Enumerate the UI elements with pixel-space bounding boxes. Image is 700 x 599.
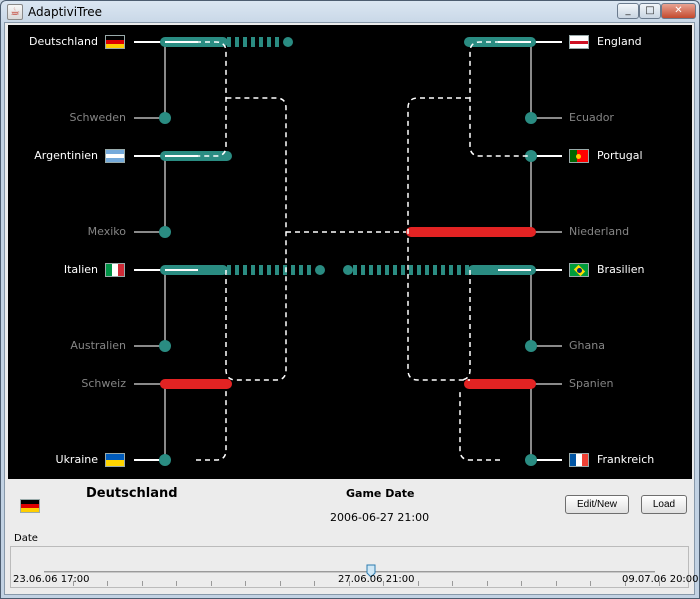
- tournament-bracket: Deutschland Schweden Argentinien Mexiko …: [8, 25, 692, 479]
- team-label-ecuador[interactable]: Ecuador: [569, 111, 614, 124]
- team-label-schweiz[interactable]: Schweiz: [81, 377, 126, 390]
- team-label-argentinien[interactable]: Argentinien: [34, 149, 98, 162]
- game-date-label: Game Date: [346, 487, 415, 500]
- ukraine-flag-icon: [105, 453, 125, 467]
- minimize-button[interactable]: _: [617, 3, 639, 19]
- left-connectors: [134, 42, 166, 460]
- left-bar-highlights: [165, 41, 198, 271]
- slider-track[interactable]: [44, 571, 655, 573]
- bracket-lines: [134, 37, 562, 466]
- timeline-end-date: 09.07.06 20:00: [622, 574, 699, 585]
- team-label-brasilien[interactable]: Brasilien: [597, 263, 645, 276]
- team-label-italien[interactable]: Italien: [63, 263, 98, 276]
- team-label-ukraine[interactable]: Ukraine: [55, 453, 98, 466]
- team-label-schweden[interactable]: Schweden: [69, 111, 127, 124]
- slider-tick: [280, 581, 281, 586]
- timeline-start-date: 23.06.06 17:00: [13, 574, 90, 585]
- slider-tick: [142, 581, 143, 586]
- edit-new-button[interactable]: Edit/New: [565, 495, 629, 514]
- slider-tick: [211, 581, 212, 586]
- timeline-frame: [10, 546, 689, 588]
- window-title: AdaptiviTree: [28, 5, 103, 19]
- slider-tick: [625, 581, 626, 586]
- brazil-flag-icon: [569, 263, 589, 277]
- right-connectors: [530, 42, 562, 460]
- right-winner-bars: [343, 37, 536, 389]
- germany-flag-icon: [105, 35, 125, 49]
- right-dashed-paths: [407, 41, 531, 461]
- load-button[interactable]: Load: [641, 495, 687, 514]
- slider-tick: [521, 581, 522, 586]
- game-info-panel: Deutschland Game Date 2006-06-27 21:00 E…: [8, 481, 692, 527]
- timeline-label: Date: [14, 533, 38, 544]
- team-label-mexiko[interactable]: Mexiko: [87, 225, 126, 238]
- slider-tick: [245, 581, 246, 586]
- team-label-niederland[interactable]: Niederland: [569, 225, 630, 238]
- slider-tick: [73, 581, 74, 586]
- maximize-button[interactable]: □: [639, 3, 661, 19]
- left-nodes: [159, 112, 171, 466]
- title-bar[interactable]: ☕ AdaptiviTree _ □ ✕: [1, 1, 699, 23]
- right-nodes: [525, 112, 537, 466]
- game-date-value: 2006-06-27 21:00: [330, 511, 430, 524]
- team-label-frankreich[interactable]: Frankreich: [597, 453, 655, 466]
- selected-team-name: Deutschland: [86, 486, 178, 501]
- left-winner-bars: [160, 37, 325, 389]
- left-white-lines: [134, 41, 165, 461]
- argentina-flag-icon: [105, 149, 125, 163]
- team-label-ghana[interactable]: Ghana: [569, 339, 605, 352]
- slider-tick: [314, 581, 315, 586]
- slider-tick: [107, 581, 108, 586]
- slider-tick: [383, 581, 384, 586]
- portugal-flag-icon: [569, 149, 589, 163]
- slider-tick: [349, 581, 350, 586]
- slider-tick: [659, 581, 660, 586]
- close-button[interactable]: ✕: [661, 3, 696, 19]
- right-bar-highlights: [498, 41, 531, 271]
- team-label-deutschland[interactable]: Deutschland: [28, 35, 98, 48]
- team-label-england[interactable]: England: [597, 35, 642, 48]
- selected-team-flag-icon: [20, 499, 40, 513]
- team-label-spanien[interactable]: Spanien: [569, 377, 614, 390]
- slider-tick: [176, 581, 177, 586]
- france-flag-icon: [569, 453, 589, 467]
- slider-tick: [418, 581, 419, 586]
- italy-flag-icon: [105, 263, 125, 277]
- slider-tick: [556, 581, 557, 586]
- slider-tick: [590, 581, 591, 586]
- right-white-lines: [531, 41, 562, 461]
- slider-thumb[interactable]: [366, 564, 376, 578]
- team-label-portugal[interactable]: Portugal: [597, 149, 643, 162]
- slider-tick: [487, 581, 488, 586]
- england-flag-icon: [569, 35, 589, 49]
- timeline-current-date: 27.06.06 21:00: [338, 574, 415, 585]
- left-dashed-paths: [196, 41, 408, 461]
- team-label-australien[interactable]: Australien: [70, 339, 126, 352]
- java-app-icon: ☕: [7, 4, 23, 20]
- slider-tick: [452, 581, 453, 586]
- date-timeline: Date 23.06.06 17:00 27.06.06 21:00 09.07…: [8, 531, 699, 591]
